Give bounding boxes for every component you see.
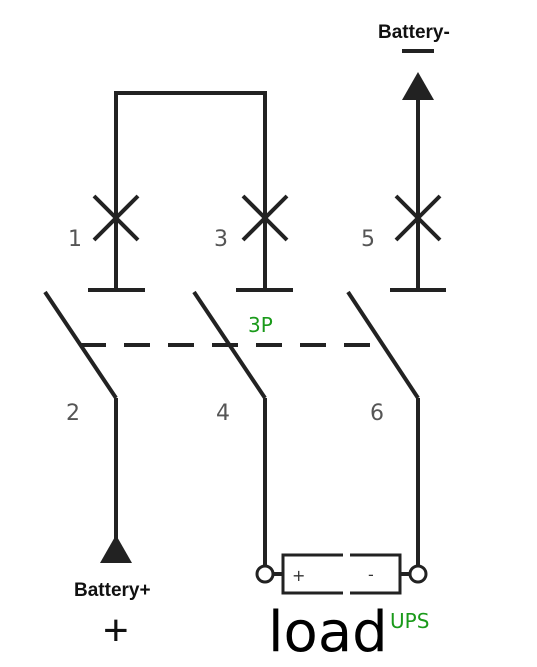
terminal-2-label: 2 [66,401,80,426]
pole-count-label: 3P [248,313,273,337]
battery-minus-label: Battery- [378,22,450,43]
battery-plus-arrow [100,535,132,563]
load-minus-label: - [368,565,374,584]
switch-blade-5 [346,290,420,400]
contact-x-1 [92,194,140,242]
terminal-3-label: 3 [214,227,228,252]
terminal-1-label: 1 [68,227,82,252]
bridge-wire [114,91,267,290]
terminal-5-label: 5 [361,227,375,252]
contact-x-5 [394,194,442,242]
battery-minus-arrow [402,72,434,100]
battery-plus-label: Battery+ [74,580,151,601]
terminal-6-label: 6 [370,401,384,426]
load-plus-label: + [292,566,305,585]
ups-label: UPS [390,609,429,633]
contact-x-3 [241,194,289,242]
load-terminal-left [255,564,275,584]
battery-plus-symbol: + [103,606,129,655]
load-label: load [268,600,388,665]
terminal-4-label: 4 [216,401,230,426]
load-battery-symbol [281,553,402,595]
load-terminal-right [408,564,428,584]
